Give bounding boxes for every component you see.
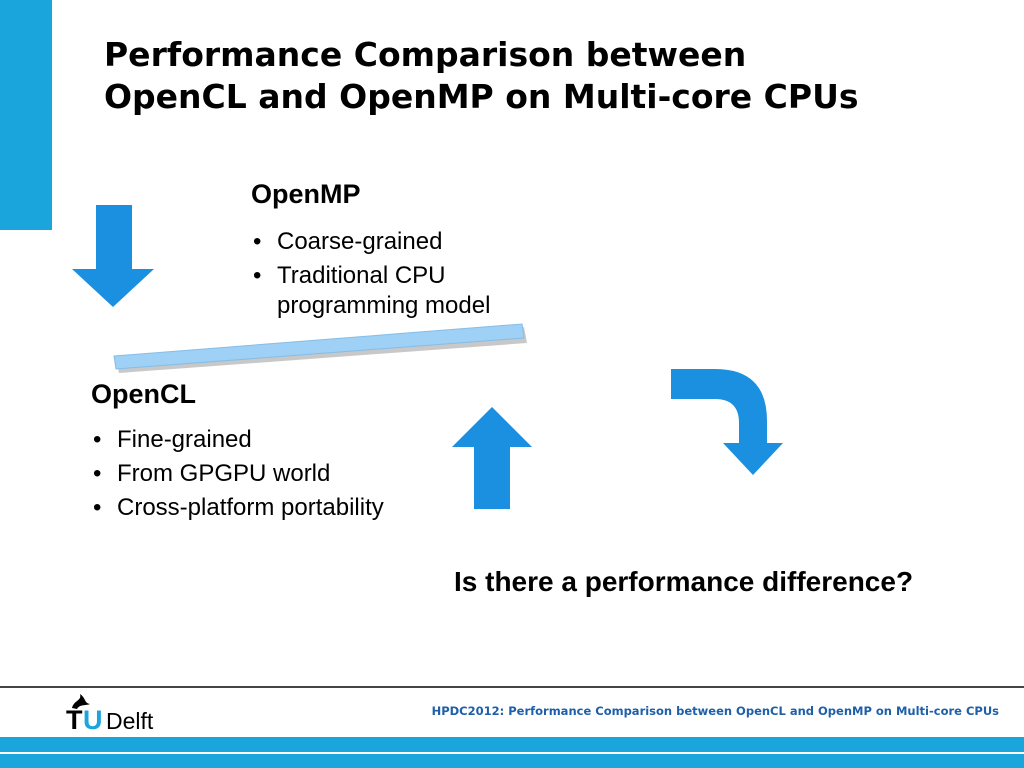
slide-title-line-2: OpenCL and OpenMP on Multi-core CPUs — [104, 77, 859, 116]
openmp-bullet-list: Coarse-grained Traditional CPU programmi… — [251, 227, 551, 325]
bottom-band-line — [0, 752, 1024, 754]
footer-citation: HPDC2012: Performance Comparison between… — [431, 704, 999, 718]
slide-title: Performance Comparison between OpenCL an… — [104, 34, 984, 118]
list-item: Coarse-grained — [251, 227, 551, 257]
opencl-bullet-list: Fine-grained From GPGPU world Cross-plat… — [91, 425, 471, 527]
question-text: Is there a performance difference? — [454, 566, 914, 597]
footer-divider — [0, 686, 1024, 688]
logo-text: Delft — [106, 708, 154, 734]
arrow-turn-down-icon — [671, 369, 783, 475]
openmp-heading: OpenMP — [251, 179, 361, 209]
arrow-up-icon — [452, 407, 532, 509]
opencl-heading: OpenCL — [91, 379, 196, 409]
flame-icon — [72, 694, 90, 709]
arrow-down-icon — [72, 205, 154, 307]
seesaw-bar — [113, 323, 527, 373]
logo-letter-u: U — [83, 705, 103, 735]
list-item: Fine-grained — [91, 425, 471, 455]
list-item: Cross-platform portability — [91, 493, 471, 523]
tu-delft-logo: T U Delft — [62, 692, 172, 736]
slide-title-line-1: Performance Comparison between — [104, 35, 747, 74]
list-item: Traditional CPU programming model — [251, 261, 551, 321]
side-accent-bar — [0, 0, 52, 230]
logo-letter-t: T — [66, 705, 83, 735]
list-item: From GPGPU world — [91, 459, 471, 489]
